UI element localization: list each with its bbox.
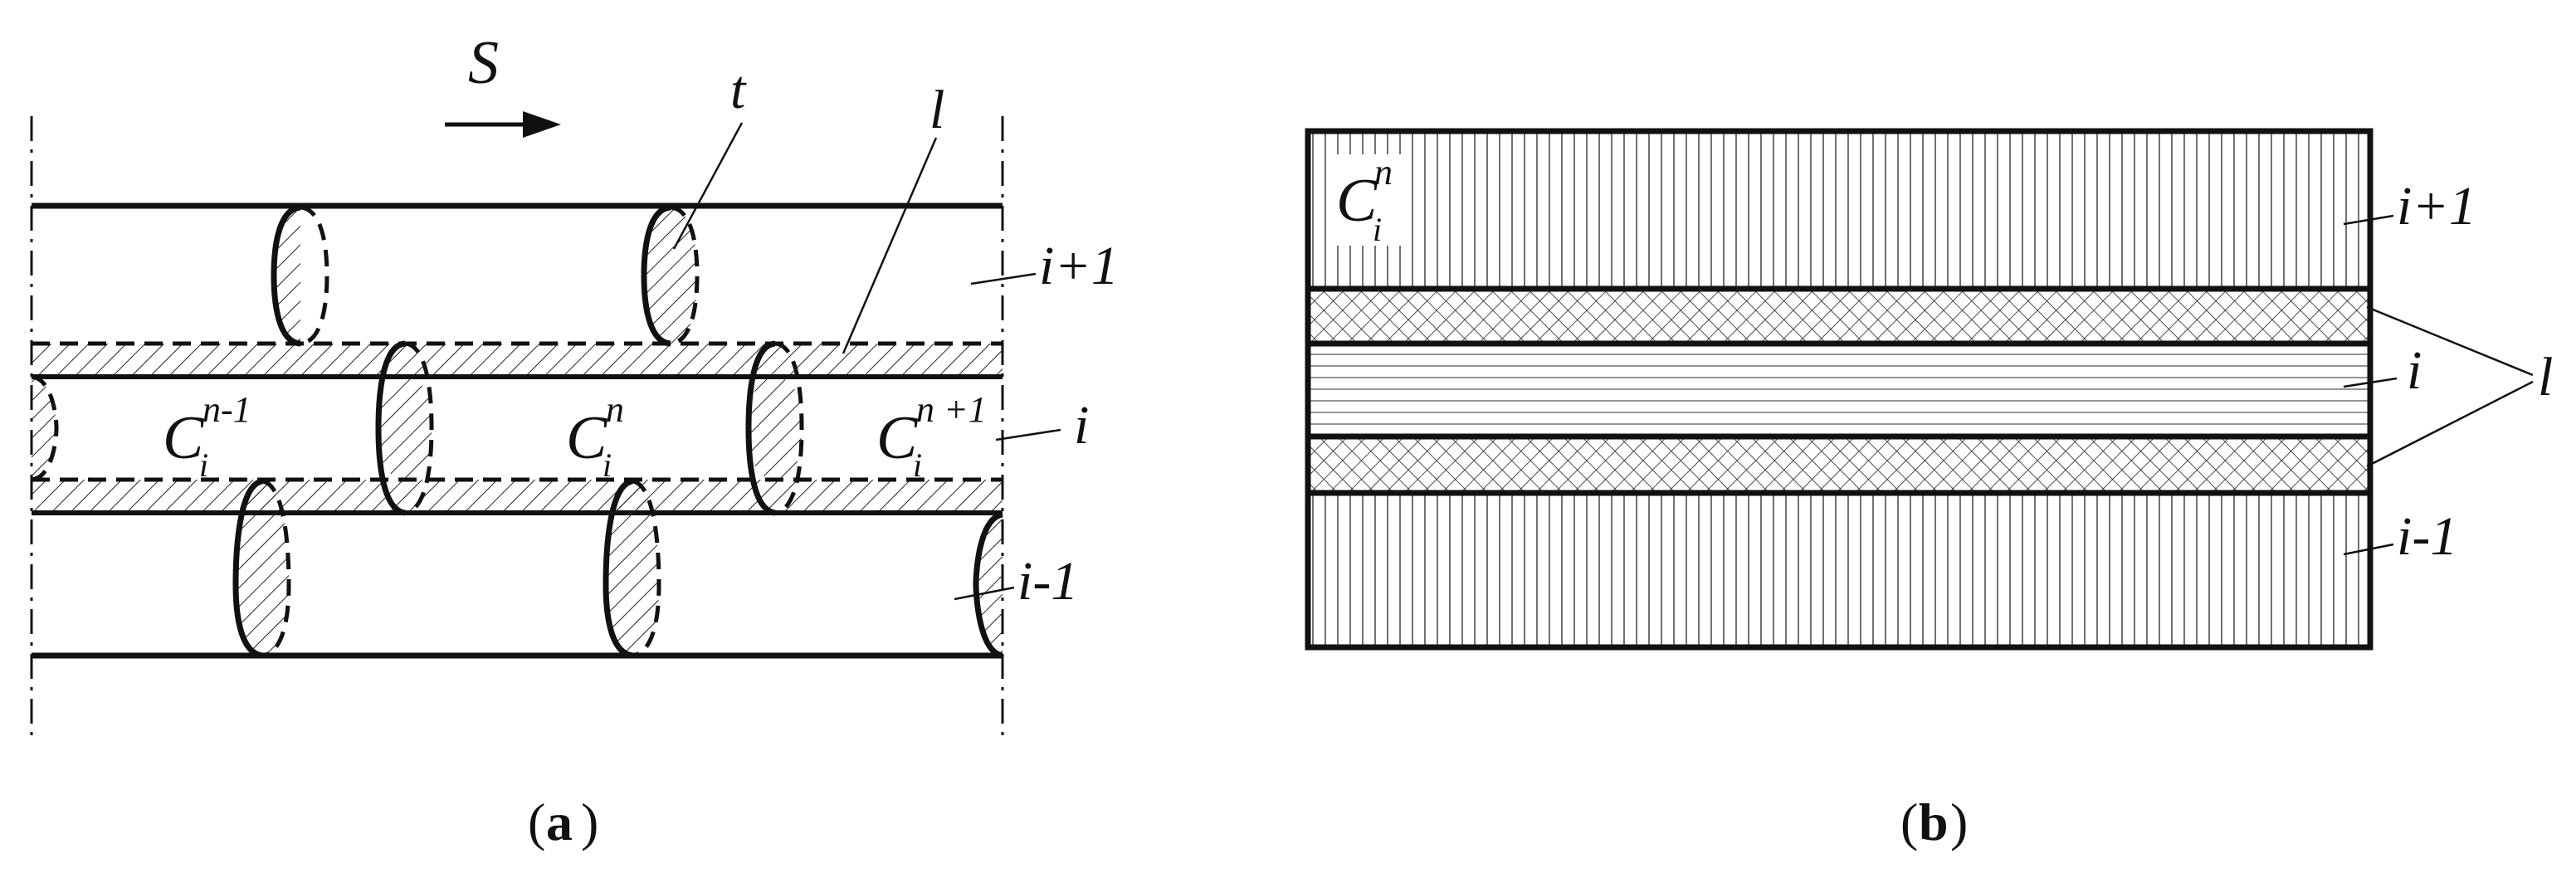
joint-bottom-1 (232, 478, 291, 659)
svg-text:i: i (199, 446, 208, 484)
cell-label-background (1328, 154, 1409, 246)
interlayer-lower-b (1308, 436, 2370, 493)
row-middle-label: i (1074, 395, 1089, 456)
svg-text:n: n (1374, 152, 1393, 193)
joint-t-leader (672, 122, 744, 250)
joint-middle-2 (745, 340, 804, 516)
row-top-label-b: i+1 (2397, 176, 2476, 237)
panel-a: S t l i+1 i i-1 C n-1 i C n i C n +1 i (30, 29, 1119, 851)
cell-label-3: C n +1 i (876, 389, 987, 484)
joint-bottom-3 (973, 511, 1004, 659)
layer-bottom (1308, 493, 2370, 647)
joint-middle-0 (31, 374, 59, 482)
interlayer-leader-upper-b (2366, 305, 2534, 377)
joint-middle-1 (375, 340, 434, 516)
svg-text:i: i (603, 446, 612, 484)
joint-label-t: t (730, 60, 747, 120)
cell-label-b: C n i (1336, 152, 1393, 248)
svg-text:n +1: n +1 (916, 389, 987, 430)
row-bottom-label-b: i-1 (2397, 506, 2457, 567)
panel-b: C n i i+1 i i-1 l ( b ) (1305, 128, 2553, 851)
svg-text:i: i (1373, 211, 1382, 248)
interlayer-label-b: l (2538, 347, 2553, 407)
row-top-leader-b (2343, 214, 2394, 226)
svg-text:(: ( (1900, 793, 1918, 851)
row-middle-label-b: i (2407, 340, 2422, 401)
caption-a: ( a ) (528, 793, 598, 851)
interlayer-l-leader (842, 137, 938, 354)
row-bottom-leader-b (2343, 543, 2394, 556)
caption-b: ( b ) (1900, 793, 1968, 851)
row-middle-leader (995, 428, 1061, 441)
interlayer-leader-lower-b (2366, 380, 2534, 468)
svg-text:a: a (546, 793, 573, 851)
panel-b-border (1305, 128, 2374, 651)
interlayer-upper (32, 344, 1003, 377)
row-top-leader (970, 272, 1037, 285)
svg-text:): ) (1950, 793, 1968, 851)
cell-label-2: C n i (566, 389, 624, 484)
layer-top (1308, 131, 2370, 289)
row-bottom-leader (954, 586, 1015, 601)
interlayer-lower (32, 480, 1003, 513)
svg-text:n-1: n-1 (202, 389, 251, 430)
svg-text:b: b (1919, 793, 1949, 851)
svg-text:): ) (581, 793, 598, 851)
joint-bottom-2 (603, 478, 661, 659)
cell-label-1: C n-1 i (163, 389, 251, 484)
row-top-label: i+1 (1039, 236, 1119, 296)
svg-text:n: n (606, 389, 624, 430)
svg-text:C: C (566, 404, 608, 472)
interlayer-label-l: l (929, 80, 944, 140)
layer-middle (1308, 344, 2370, 436)
row-middle-leader-b (2343, 377, 2398, 388)
svg-text:(: ( (528, 793, 545, 851)
direction-arrow (445, 111, 561, 138)
svg-text:C: C (1336, 167, 1378, 235)
interlayer-upper-b (1308, 289, 2370, 344)
svg-text:C: C (876, 404, 919, 472)
row-bottom-label: i-1 (1017, 551, 1078, 612)
svg-text:C: C (163, 404, 205, 472)
joint-top-1 (271, 204, 329, 347)
direction-label: S (468, 29, 499, 97)
joint-top-2 (641, 204, 700, 347)
svg-text:i: i (913, 446, 922, 484)
